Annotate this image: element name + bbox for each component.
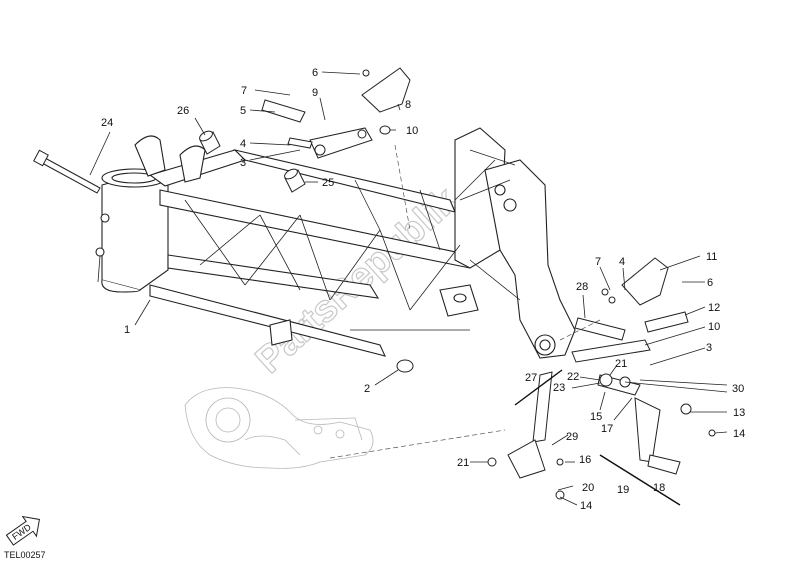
callout-10: 10 [708,321,720,333]
callout-5: 5 [240,105,246,117]
callout-30: 30 [732,383,744,395]
callout-22: 22 [567,371,579,383]
group-bar-27 [514,369,563,406]
callout-9: 9 [312,87,318,99]
bushing-25 [284,168,306,193]
callout-18: 18 [653,482,665,494]
callout-27: 27 [525,372,537,384]
callout-19: 19 [617,484,629,496]
callout-20: 20 [582,482,594,494]
fwd-arrow-icon: FWD [5,515,40,546]
heel-guard-11 [621,257,669,306]
main-frame [95,127,576,359]
washer-10-left [379,125,391,135]
callout-6: 6 [312,67,318,79]
engine-ghost-outline [184,387,374,469]
callout-11: 11 [706,251,717,263]
callout-17: 17 [601,423,613,435]
callout-23: 23 [553,382,565,394]
callout-29: 29 [566,431,578,443]
callout-21: 21 [457,457,469,469]
callout-26: 26 [177,105,189,117]
callout-14: 14 [733,428,745,440]
callout-4: 4 [619,256,625,268]
callout-13: 13 [733,407,745,419]
callout-3: 3 [706,342,712,354]
callout-12: 12 [708,302,720,314]
callout-7: 7 [241,85,247,97]
callout-14: 14 [580,500,592,512]
callout-3: 3 [240,157,246,169]
callout-16: 16 [579,454,591,466]
callout-28: 28 [576,281,588,293]
heel-guard-8 [361,67,411,113]
callout-21: 21 [615,358,627,370]
right-footpeg-bracket [571,288,689,363]
callout-24: 24 [101,117,113,129]
callout-6: 6 [707,277,713,289]
bolt-24 [33,149,101,194]
shift-lever-assembly [487,371,716,500]
callout-4: 4 [240,138,246,150]
drawing-code: TEL00257 [4,550,46,560]
group-bar-18 [599,454,681,506]
callout-1: 1 [124,324,130,336]
rubber-mount-2 [396,359,414,373]
leader-lines [89,71,728,506]
callout-2: 2 [364,383,370,395]
left-footpeg-bracket [261,99,373,159]
callout-8: 8 [405,99,411,111]
callout-25: 25 [322,177,334,189]
callout-10: 10 [406,125,418,137]
callout-labels: 1 2 3 3 4 4 5 6 6 7 7 8 9 10 10 11 12 13… [101,67,745,512]
callout-7: 7 [595,256,601,268]
callout-15: 15 [590,411,602,423]
